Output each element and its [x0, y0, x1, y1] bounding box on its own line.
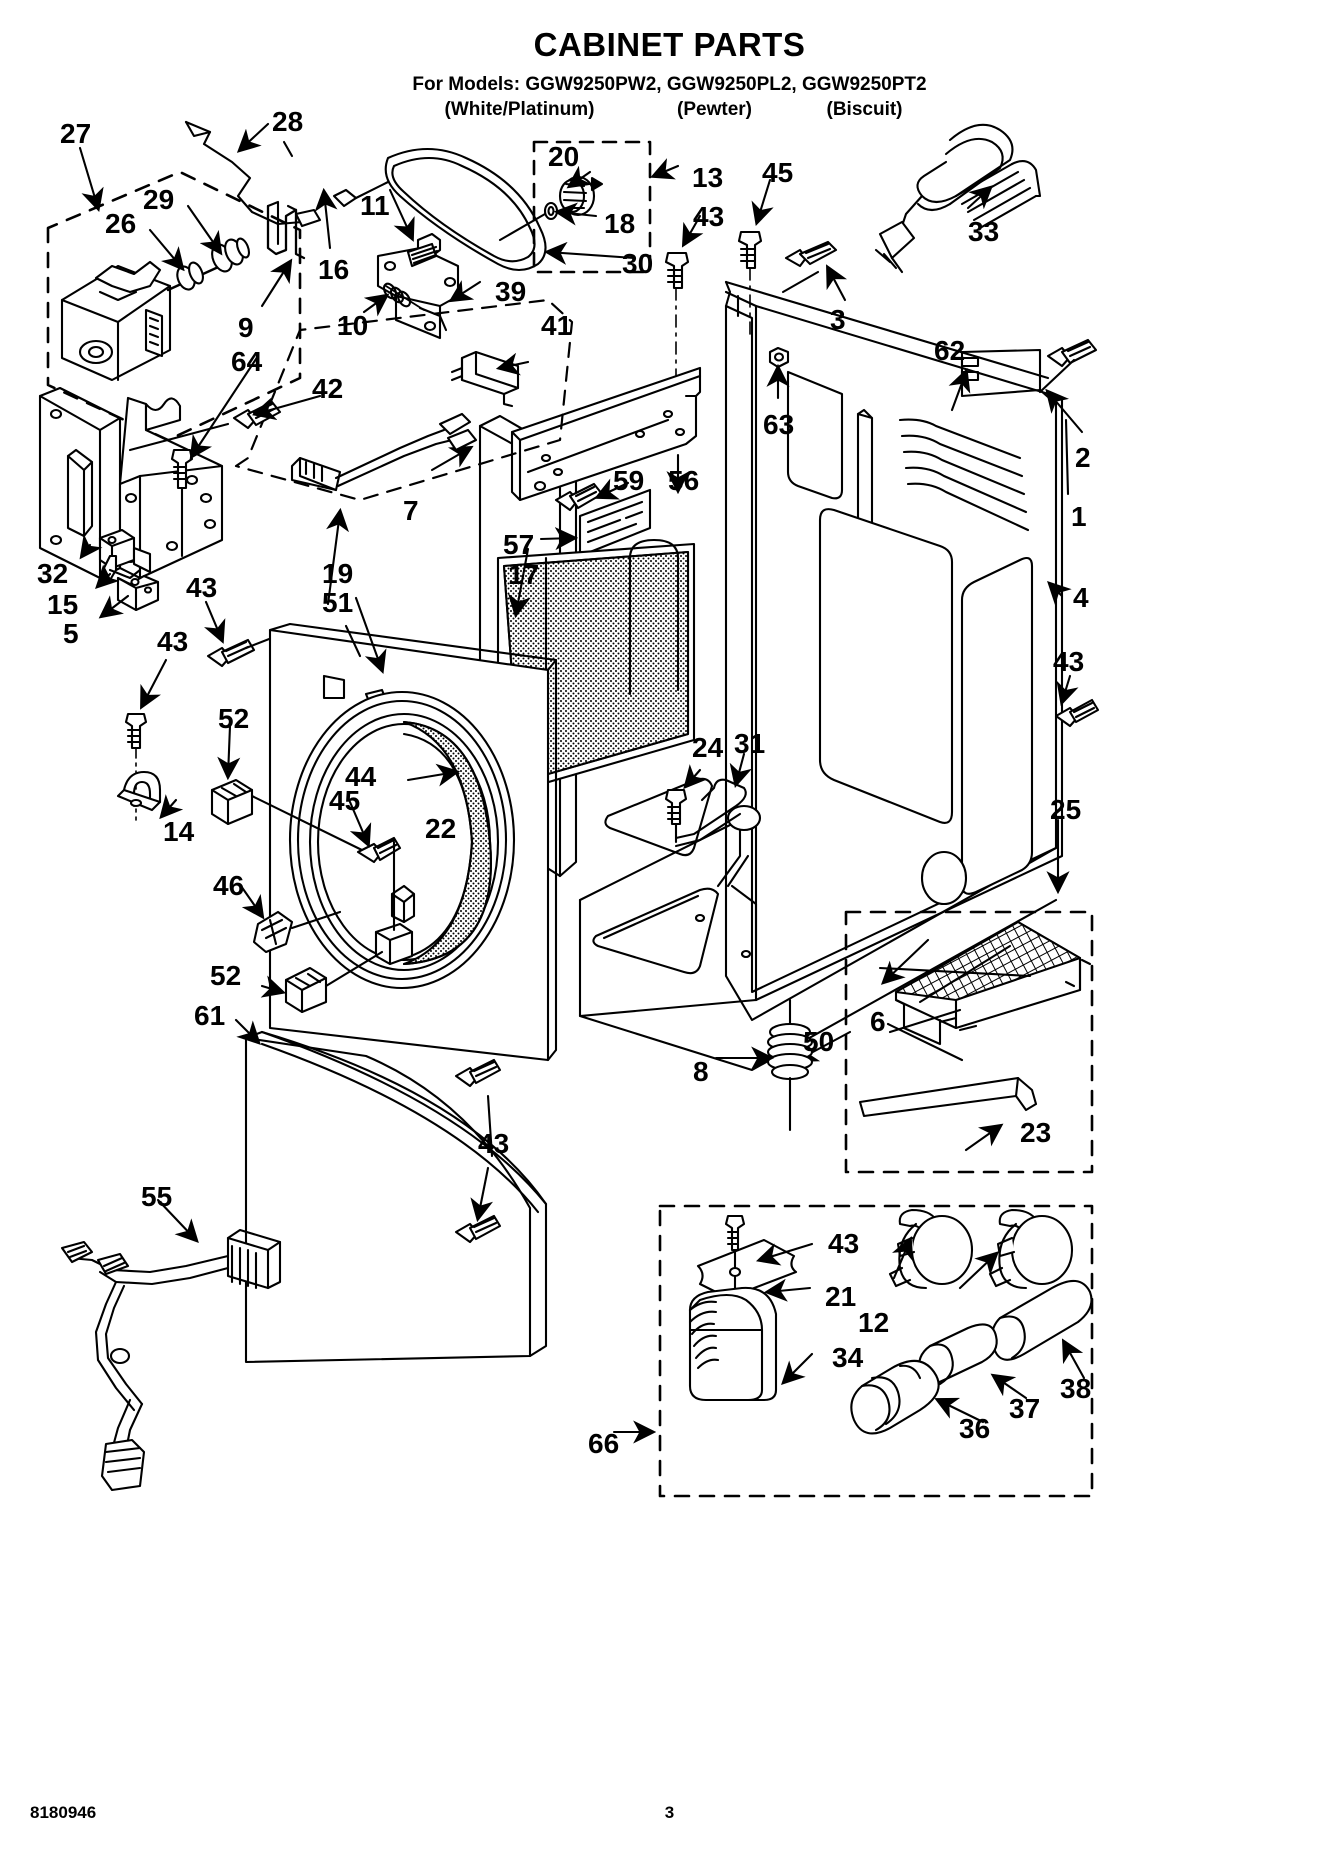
callout-20: 20 — [548, 141, 580, 172]
callout-51: 51 — [322, 587, 354, 618]
callout-27: 27 — [60, 118, 92, 149]
callout-12: 12 — [858, 1307, 890, 1338]
callout-2: 2 — [1075, 442, 1091, 473]
callout-31: 31 — [734, 728, 766, 759]
callout-46: 46 — [213, 870, 245, 901]
callout-26: 26 — [105, 208, 137, 239]
callout-64: 64 — [231, 346, 263, 377]
callout-32: 32 — [37, 558, 69, 589]
callout-11: 11 — [360, 190, 390, 221]
callout-39: 39 — [495, 276, 527, 307]
callout-28: 28 — [272, 106, 304, 137]
callout-52: 52 — [218, 703, 250, 734]
callout-9: 9 — [238, 312, 254, 343]
callout-1: 1 — [1071, 501, 1087, 532]
color-variants: (White/Platinum) (Pewter) (Biscuit) — [0, 99, 1339, 121]
callout-45: 45 — [762, 157, 794, 188]
callout-66: 66 — [588, 1428, 620, 1459]
callout-6: 6 — [870, 1006, 886, 1037]
callout-18: 18 — [604, 208, 636, 239]
callout-23: 23 — [1020, 1117, 1052, 1148]
callout-43: 43 — [693, 201, 725, 232]
callout-17: 17 — [508, 559, 540, 590]
callout-44: 44 — [345, 761, 377, 792]
callout-3: 3 — [830, 304, 846, 335]
callout-15: 15 — [47, 589, 79, 620]
callout-52: 52 — [210, 960, 242, 991]
callout-38: 38 — [1060, 1373, 1092, 1404]
callout-45: 45 — [329, 785, 361, 816]
callout-50: 50 — [803, 1026, 835, 1057]
callout-56: 56 — [668, 465, 700, 496]
callout-24: 24 — [692, 732, 724, 763]
callout-8: 8 — [693, 1056, 709, 1087]
page-title: CABINET PARTS — [533, 26, 806, 63]
footer-part-number: 8180946 — [30, 1803, 97, 1822]
callout-57: 57 — [503, 529, 535, 560]
callout-43: 43 — [1053, 646, 1085, 677]
callout-43: 43 — [157, 626, 189, 657]
callout-63: 63 — [763, 409, 795, 440]
callout-10: 10 — [337, 310, 369, 341]
callout-14: 14 — [163, 816, 195, 847]
models-line: For Models: GGW9250PW2, GGW9250PL2, GGW9… — [412, 74, 927, 95]
callout-37: 37 — [1009, 1393, 1041, 1424]
callout-43: 43 — [186, 572, 218, 603]
footer-page-number: 3 — [664, 1803, 675, 1822]
callout-55: 55 — [141, 1181, 173, 1212]
callout-34: 34 — [832, 1342, 864, 1373]
callout-41: 41 — [541, 310, 573, 341]
callout-42: 42 — [312, 373, 344, 404]
color-pewter: (Pewter) — [677, 99, 752, 120]
callout-36: 36 — [959, 1413, 991, 1444]
callout-61: 61 — [194, 1000, 226, 1031]
callout-62: 62 — [934, 335, 966, 366]
callout-7: 7 — [403, 495, 419, 526]
callout-43: 43 — [828, 1228, 860, 1259]
callout-21: 21 — [825, 1281, 857, 1312]
callout-43: 43 — [478, 1128, 510, 1159]
callout-59: 59 — [613, 465, 645, 496]
callout-25: 25 — [1050, 794, 1082, 825]
callout-33: 33 — [968, 216, 1000, 247]
callout-19: 19 — [322, 558, 354, 589]
callout-4: 4 — [1073, 582, 1089, 613]
callout-5: 5 — [63, 618, 79, 649]
color-white-platinum: (White/Platinum) — [444, 99, 595, 120]
callout-16: 16 — [318, 254, 350, 285]
callout-13: 13 — [692, 162, 724, 193]
color-biscuit: (Biscuit) — [826, 99, 903, 120]
callout-22: 22 — [425, 813, 457, 844]
callout-30: 30 — [622, 248, 654, 279]
callout-29: 29 — [143, 184, 175, 215]
